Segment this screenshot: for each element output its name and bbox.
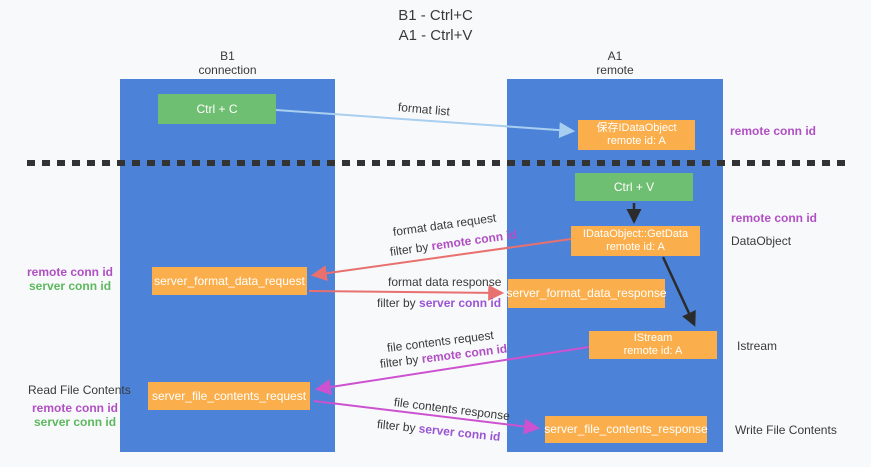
istream-line1: IStream: [633, 332, 673, 344]
page-title-line2: A1 - Ctrl+V: [398, 27, 473, 44]
getdata-line1: IDataObject::GetData: [582, 228, 689, 240]
label-istream: Istream: [737, 339, 778, 353]
lifeline-left-header: B1 connection: [120, 49, 335, 77]
label-server-conn-id-format: server conn id: [29, 279, 112, 293]
server-format-data-response-box: server_format_data_response: [506, 279, 667, 308]
lifeline-right-name: A1: [607, 49, 623, 63]
label-dataobject: DataObject: [731, 234, 792, 248]
server-file-contents-request-box: server_file_contents_request: [148, 382, 310, 410]
ctrl-c-box: Ctrl + C: [158, 94, 276, 124]
label-remote-conn-id-format: remote conn id: [27, 265, 114, 279]
label-remote-conn-id-file: remote conn id: [32, 401, 119, 415]
filter-by-text: filter by: [376, 417, 420, 436]
lifeline-left-name: B1: [220, 49, 235, 63]
arrow-format-data-response: [308, 284, 505, 301]
ctrl-c-label: Ctrl + C: [196, 101, 238, 116]
server-format-data-request-box: server_format_data_request: [152, 267, 307, 295]
save-dataobject-box: 保存IDataObject remote id: A: [578, 120, 695, 150]
server-format-data-response-label: server_format_data_response: [506, 286, 667, 300]
lifeline-right-role: remote: [596, 63, 634, 77]
server-format-data-request-label: server_format_data_request: [154, 273, 305, 288]
page-title-line1: B1 - Ctrl+C: [398, 7, 473, 24]
istream-box: IStream remote id: A: [589, 331, 717, 359]
istream-line2: remote id: A: [623, 345, 683, 357]
label-remote-conn-id-getdata: remote conn id: [731, 211, 818, 225]
label-write-file-contents: Write File Contents: [735, 423, 837, 437]
lifeline-left-role: connection: [198, 63, 257, 77]
label-remote-conn-id-save: remote conn id: [730, 124, 817, 138]
label-format-data-response: format data response: [388, 275, 502, 289]
filter-server-conn-id: server conn id: [418, 421, 502, 444]
server-file-contents-response-label: server_file_contents_response: [544, 422, 708, 436]
save-dataobject-line2: remote id: A: [607, 135, 666, 147]
filter-by-text: filter by: [389, 239, 433, 259]
label-server-conn-id-file: server conn id: [34, 415, 117, 429]
ctrl-v-label: Ctrl + V: [613, 179, 655, 194]
lifeline-right-header: A1 remote: [507, 49, 723, 77]
ctrl-v-box: Ctrl + V: [575, 173, 693, 201]
label-format-list: format list: [397, 100, 451, 119]
filter-server-conn-id: server conn id: [419, 296, 502, 310]
server-file-contents-request-label: server_file_contents_request: [151, 388, 307, 403]
server-file-contents-response-box: server_file_contents_response: [544, 416, 708, 443]
label-read-file-contents: Read File Contents: [28, 383, 131, 397]
label-filter-by-server-format: filter by server conn id: [377, 296, 501, 310]
label-filter-by-server-file: filter by server conn id: [376, 417, 501, 444]
filter-by-text: filter by: [377, 296, 420, 310]
getdata-line2: remote id: A: [606, 241, 665, 253]
label-file-contents-response: file contents response: [393, 395, 511, 424]
getdata-box: IDataObject::GetData remote id: A: [571, 226, 700, 256]
filter-by-text: filter by: [379, 351, 423, 371]
save-dataobject-line1: 保存IDataObject: [596, 122, 677, 134]
